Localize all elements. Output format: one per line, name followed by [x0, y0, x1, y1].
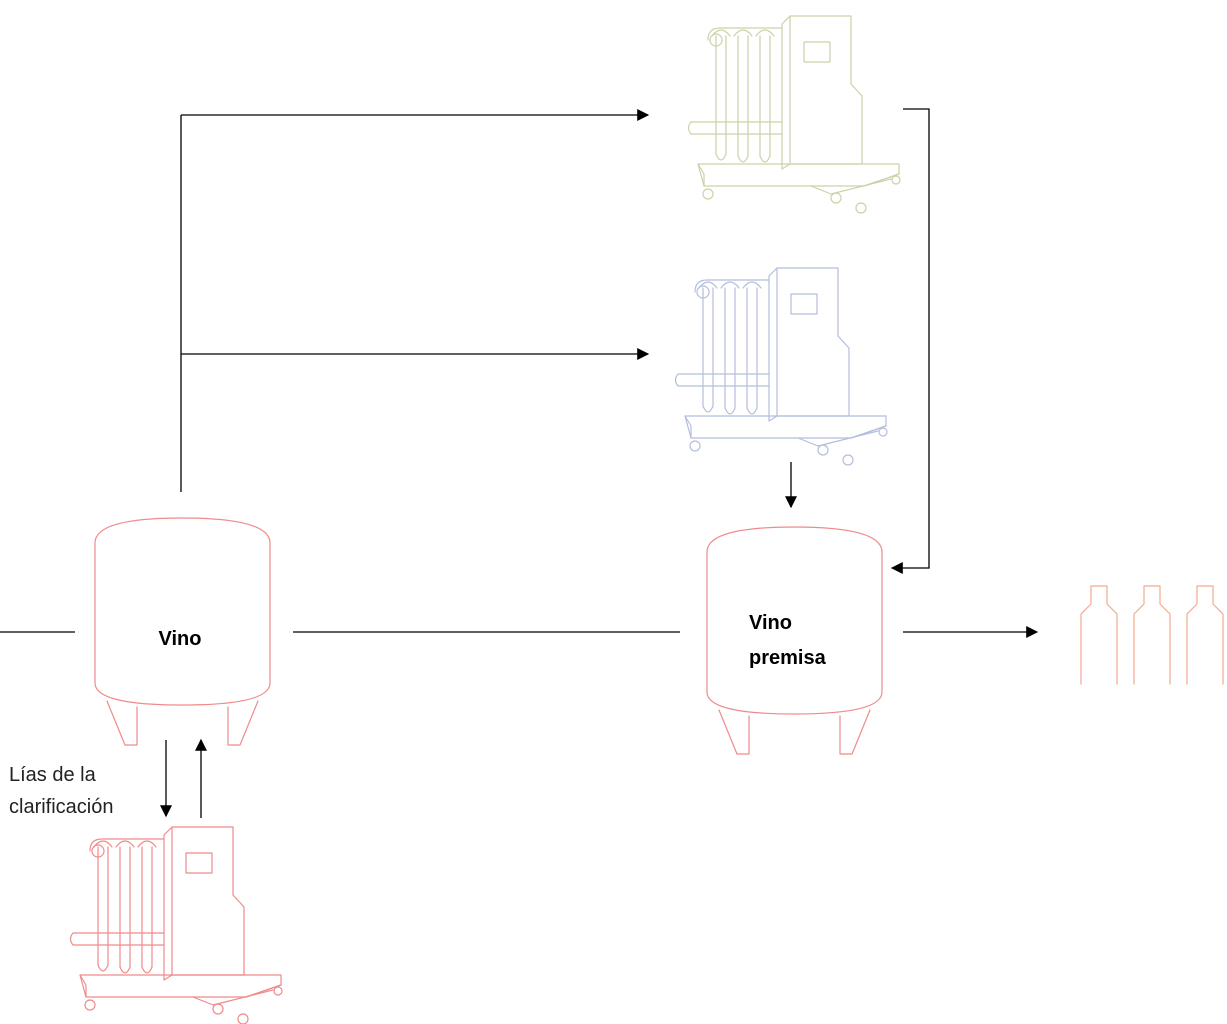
- lees-label-line1: Lías de la: [9, 764, 97, 786]
- tank-premise-label-line2: premisa: [749, 647, 827, 669]
- lees-label-line2: clarificación: [9, 796, 113, 818]
- top-filter-return-line: [890, 108, 930, 574]
- bottles-icon: [1080, 585, 1224, 685]
- tank-wine-label: Vino: [159, 628, 202, 650]
- tank-wine-premise: [706, 526, 883, 755]
- flow-connectors: [0, 108, 1039, 818]
- filtration-unit-bottom: [69, 826, 283, 1024]
- filtration-unit-top: [687, 15, 901, 214]
- filtration-unit-middle: [674, 267, 888, 466]
- tank-premise-label-line1: Vino: [749, 612, 792, 634]
